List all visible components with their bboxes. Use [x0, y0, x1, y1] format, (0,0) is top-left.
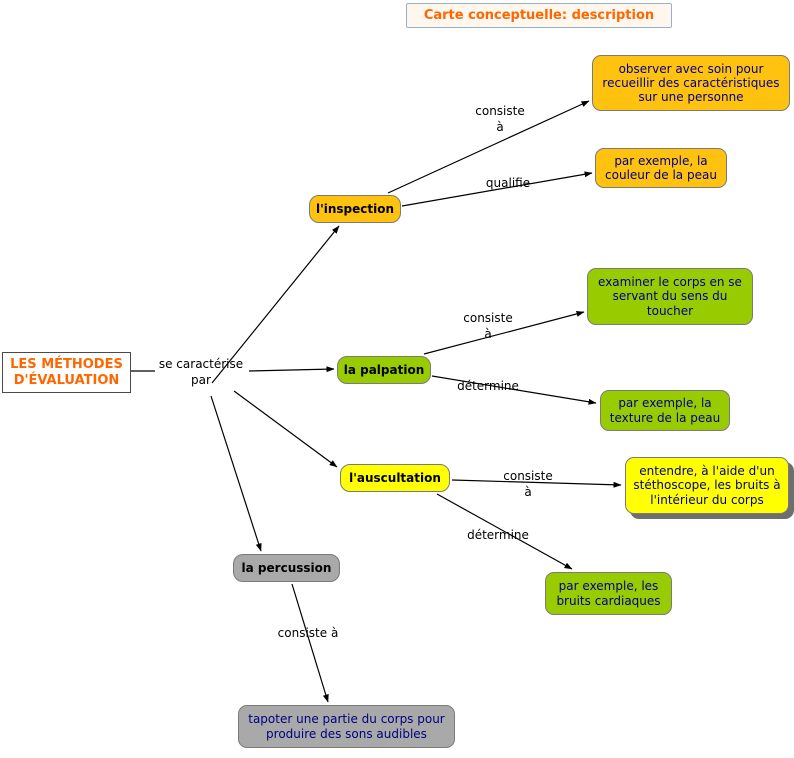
map-title: Carte conceptuelle: description [406, 3, 672, 28]
detail-node-auscultation-exemple[interactable]: par exemple, les bruits cardiaques [545, 572, 672, 615]
link-label-auscultation-determine[interactable]: détermine [467, 528, 529, 542]
edge-palpation-exemple [431, 375, 597, 405]
link-label-se-caracterise-par[interactable]: se caractérise par [158, 357, 244, 387]
link-label-inspection-qualifie[interactable]: qualifie [485, 176, 531, 190]
link-label-palpation-determine[interactable]: détermine [457, 379, 519, 393]
detail-node-inspection-exemple[interactable]: par exemple, la couleur de la peau [595, 148, 727, 188]
concept-node-methodes-evaluation[interactable]: LES MÉTHODES D'ÉVALUATION [2, 352, 131, 393]
edge-auscultation-definition [451, 479, 622, 488]
detail-node-auscultation-definition[interactable]: entendre, à l'aide d'un stéthoscope, les… [625, 457, 789, 514]
edge-root-auscultation [233, 390, 338, 468]
concept-node-auscultation[interactable]: l'auscultation [340, 464, 450, 492]
link-label-percussion-consiste[interactable]: consiste à [277, 626, 339, 640]
concept-node-palpation[interactable]: la palpation [337, 356, 431, 384]
edge-percussion-definition [291, 583, 329, 703]
edge-inspection-exemple [401, 171, 593, 207]
link-label-palpation-consiste[interactable]: consiste à [463, 311, 513, 341]
edge-auscultation-exemple [436, 493, 573, 570]
link-label-auscultation-consiste[interactable]: consiste à [503, 469, 553, 499]
detail-node-percussion-definition[interactable]: tapoter une partie du corps pour produir… [238, 705, 455, 748]
detail-node-palpation-definition[interactable]: examiner le corps en se servant du sens … [587, 268, 753, 325]
edge-inspection-definition [387, 100, 590, 194]
edge-palpation-definition [423, 311, 585, 355]
concept-node-percussion[interactable]: la percussion [233, 554, 340, 582]
detail-node-palpation-exemple[interactable]: par exemple, la texture de la peau [600, 390, 730, 431]
edge-root-inspection [211, 225, 340, 384]
link-label-inspection-consiste[interactable]: consiste à [475, 104, 525, 134]
edge-root-palpation [248, 366, 335, 373]
detail-node-inspection-definition[interactable]: observer avec soin pour recueillir des c… [592, 55, 790, 111]
edge-root-percussion [210, 395, 262, 552]
concept-node-inspection[interactable]: l'inspection [309, 195, 401, 223]
